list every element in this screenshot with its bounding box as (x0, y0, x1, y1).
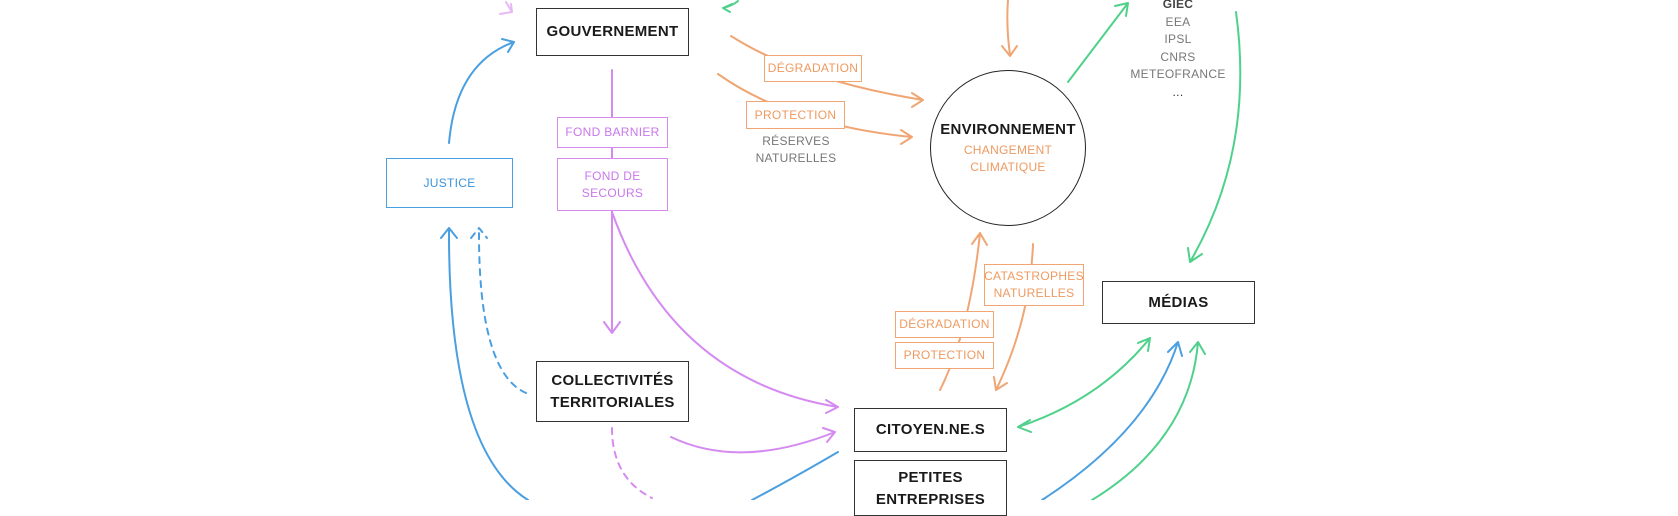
arrow-collectivites-dashed-to-justice (470, 227, 527, 394)
label-protection-top-text: PROTECTION (754, 107, 837, 122)
arrow-top-green-fragment (722, 0, 739, 13)
node-petites-entreprises: PETITES ENTREPRISES (854, 460, 1007, 516)
node-collectivites-label: COLLECTIVITÉS TERRITORIALES (550, 371, 675, 411)
label-protection-bottom: PROTECTION (895, 342, 994, 369)
label-fond-barnier: FOND BARNIER (557, 117, 668, 148)
arrow-top-left-fragment (499, 1, 513, 15)
node-petites-entreprises-label: PETITES ENTREPRISES (875, 469, 986, 508)
arrow-fonds-to-citoyens (611, 211, 839, 414)
node-justice: JUSTICE (386, 158, 513, 208)
label-degradation-bottom-text: DÉGRADATION (899, 317, 990, 331)
label-catastrophes-naturelles-text: CATASTROPHES NATURELLES (984, 269, 1084, 300)
arrow-top-orange-into-environnement (1001, 0, 1018, 57)
science-org-eea: EEA (1165, 14, 1191, 29)
arrow-blue-to-medias (1041, 341, 1183, 500)
science-org-giec: GIEC (1162, 0, 1194, 11)
label-reserves-naturelles: RÉSERVES NATURELLES (755, 134, 837, 165)
label-degradation-top: DÉGRADATION (764, 55, 862, 82)
arrow-green-to-medias (1091, 341, 1206, 500)
node-gouvernement-label: GOUVERNEMENT (546, 23, 679, 40)
label-degradation-top-text: DÉGRADATION (767, 61, 859, 75)
node-citoyens-label: CITOYEN.NE.S (875, 421, 986, 438)
arrow-science-to-medias (1187, 11, 1242, 263)
node-environnement: ENVIRONNEMENT CHANGEMENT CLIMATIQUE (930, 70, 1086, 226)
label-fond-de-secours-text: FOND DE SECOURS (581, 168, 644, 200)
node-medias: MÉDIAS (1102, 281, 1255, 324)
node-justice-label: JUSTICE (423, 175, 476, 190)
node-citoyens: CITOYEN.NE.S (854, 408, 1007, 452)
label-protection-top: PROTECTION (746, 101, 845, 129)
label-protection-bottom-text: PROTECTION (903, 348, 986, 362)
arrow-catastrophes-to-citoyens (993, 243, 1034, 391)
arrow-collectivites-to-citoyens (670, 427, 836, 454)
node-medias-label: MÉDIAS (1148, 293, 1209, 311)
arrow-bottom-to-justice (440, 227, 529, 500)
label-catastrophes-naturelles: CATASTROPHES NATURELLES (984, 264, 1084, 306)
label-fond-barnier-text: FOND BARNIER (565, 125, 660, 139)
science-org-list: GIEC EEA IPSL CNRS METEOFRANCE ... (1118, 0, 1238, 101)
label-degradation-bottom: DÉGRADATION (895, 311, 994, 338)
label-fond-de-secours: FOND DE SECOURS (557, 158, 668, 211)
node-gouvernement: GOUVERNEMENT (536, 8, 689, 56)
node-collectivites-territoriales: COLLECTIVITÉS TERRITORIALES (536, 361, 689, 422)
arrow-collectivites-dashed-down (611, 427, 653, 499)
arrow-environnement-to-science (1067, 2, 1129, 83)
science-org-ipsl: IPSL (1164, 32, 1192, 46)
arrow-justice-to-gouvernement (448, 38, 515, 144)
node-changement-climatique-label: CHANGEMENT CLIMATIQUE (963, 142, 1053, 174)
science-org-cnrs: CNRS (1160, 49, 1196, 64)
node-environnement-label: ENVIRONNEMENT (940, 120, 1076, 138)
arrow-citoyens-to-bottom (751, 451, 839, 500)
science-org-more: ... (1172, 84, 1184, 99)
science-org-meteofrance: METEOFRANCE (1130, 67, 1226, 81)
arrow-citoyens-medias-two-way (1017, 337, 1151, 433)
